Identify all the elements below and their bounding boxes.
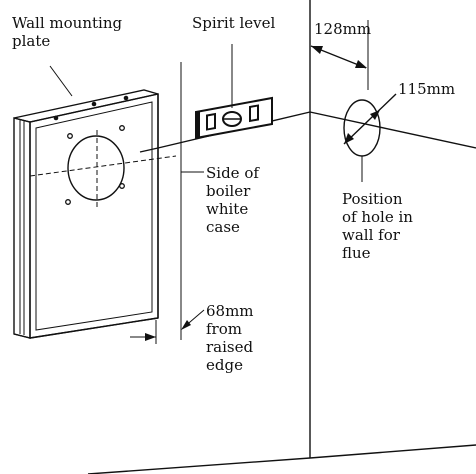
- label-68mm-from-edge: 68mm from raised edge: [206, 302, 254, 374]
- dim-128mm: [310, 20, 369, 90]
- boiler-side-line: [130, 62, 205, 344]
- label-128mm: 128mm: [314, 20, 372, 38]
- label-side-of-boiler: Side of boiler white case: [206, 164, 259, 236]
- label-115mm: 115mm: [398, 80, 456, 98]
- label-spirit-level: Spirit level: [192, 14, 276, 32]
- label-wall-mounting-plate: Wall mounting plate: [12, 14, 123, 50]
- label-flue-hole-position: Position of hole in wall for flue: [342, 190, 413, 262]
- plate-pointer: [49, 65, 73, 97]
- flue-hole: [343, 93, 397, 182]
- spirit-level: [195, 44, 273, 140]
- room-corner: [87, 0, 476, 474]
- wall-mounting-plate: [13, 89, 177, 339]
